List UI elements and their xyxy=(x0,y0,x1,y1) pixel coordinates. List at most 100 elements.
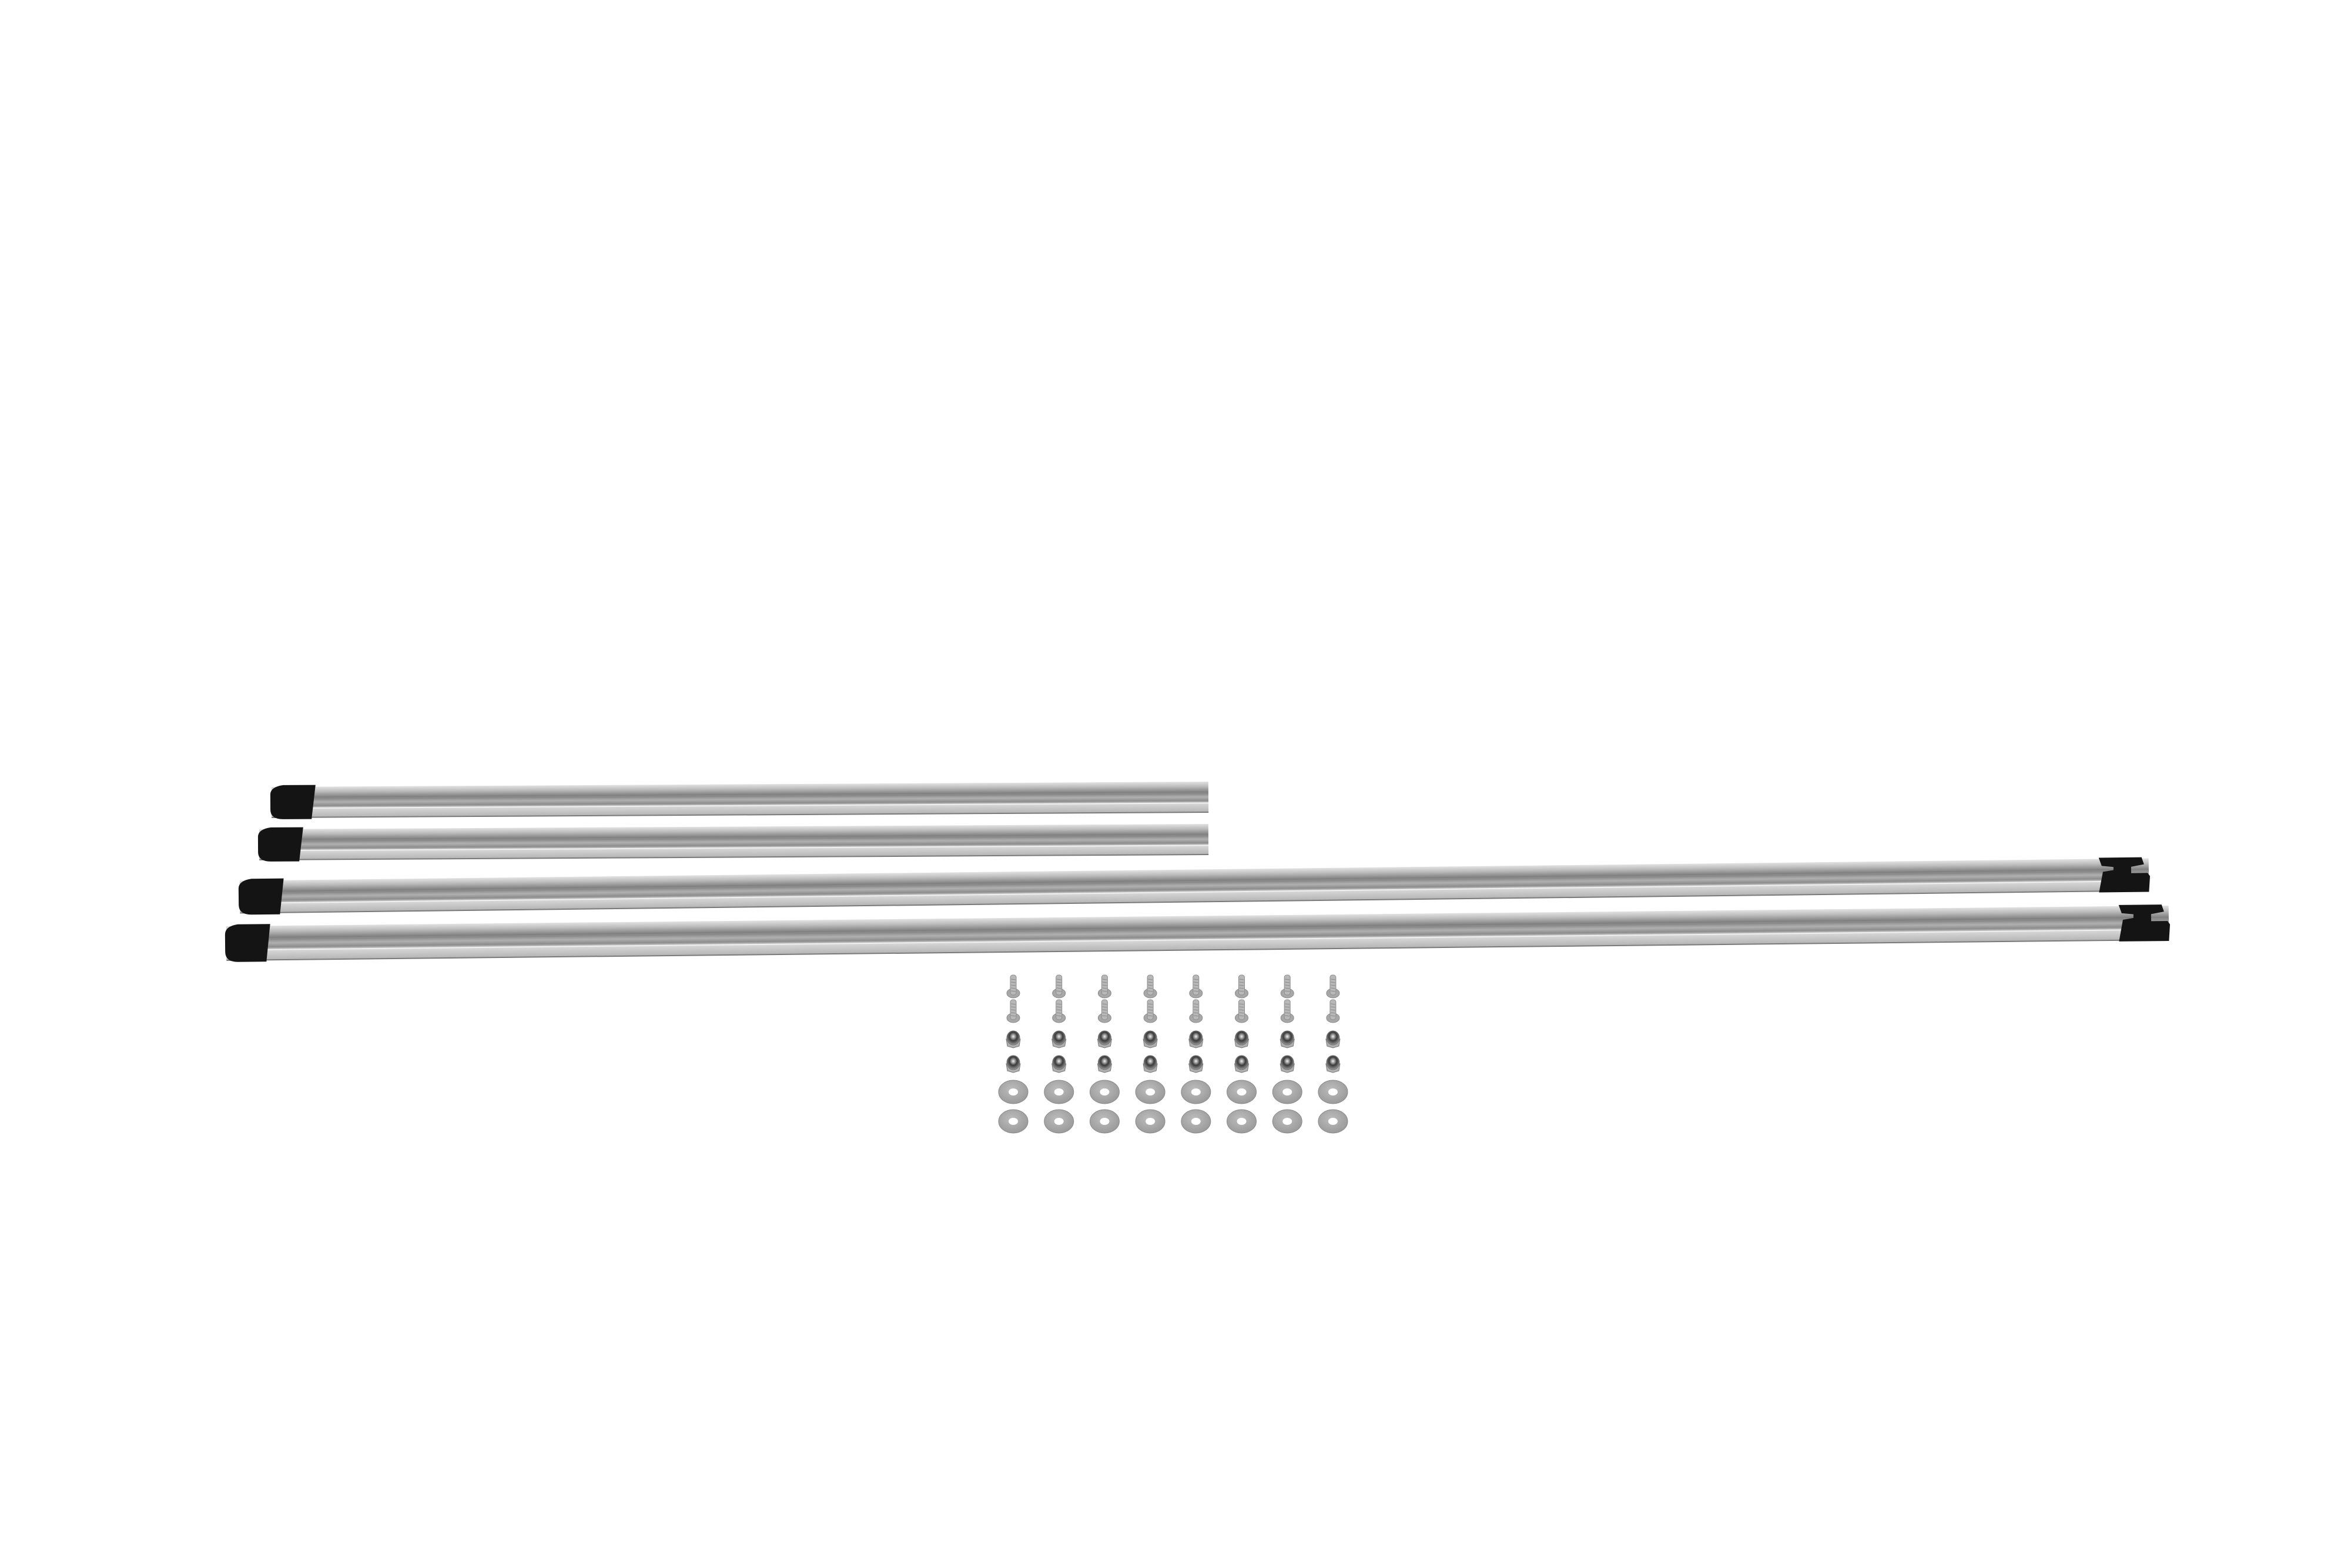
nut-cap xyxy=(1280,1030,1294,1046)
washer-hole xyxy=(1146,1088,1156,1095)
washer xyxy=(1089,1080,1120,1104)
washer-hole xyxy=(1054,1088,1064,1095)
bolt-thread xyxy=(1239,981,1244,983)
bolt-thread xyxy=(1056,981,1061,983)
washer-hole xyxy=(1282,1088,1292,1095)
nut-cap xyxy=(1143,1030,1157,1046)
washer-hole xyxy=(1100,1118,1110,1125)
lock-nut xyxy=(1280,1055,1295,1073)
washer xyxy=(1227,1109,1257,1134)
bolt xyxy=(1235,974,1248,999)
washer xyxy=(1318,1109,1348,1134)
rail-body xyxy=(271,782,1209,817)
hardware-group xyxy=(998,974,1348,1134)
bolt xyxy=(1097,999,1111,1023)
nut-cap xyxy=(1097,1030,1111,1046)
washer-hole xyxy=(1191,1088,1201,1095)
nut-cap xyxy=(1097,1055,1111,1070)
bolt-thread xyxy=(1193,981,1198,983)
bolt xyxy=(1143,974,1157,999)
nut-cap xyxy=(1189,1055,1203,1070)
bolt-thread xyxy=(1239,984,1244,986)
bolt xyxy=(1280,999,1294,1023)
washer-hole xyxy=(1237,1118,1247,1125)
bolt-thread xyxy=(1193,979,1198,980)
bolt-thread xyxy=(1102,987,1107,989)
rail-edge-line xyxy=(275,880,2149,904)
lock-nut xyxy=(1280,1030,1295,1048)
nut-cap xyxy=(1235,1055,1248,1070)
bolt xyxy=(1326,999,1340,1023)
bolt-thread xyxy=(1285,987,1290,989)
bolt-thread xyxy=(1102,979,1107,980)
nut-cap xyxy=(1052,1055,1066,1070)
washer xyxy=(1227,1080,1257,1104)
left-end-cap xyxy=(257,827,303,862)
rail-bottom-edge xyxy=(226,939,2169,961)
bolt xyxy=(1326,974,1340,999)
lock-nut xyxy=(1143,1055,1158,1073)
bolt xyxy=(1006,974,1020,999)
lock-nut xyxy=(1097,1055,1112,1073)
nut-cap xyxy=(1189,1030,1203,1046)
long-rail xyxy=(238,857,2151,915)
washer-hole xyxy=(1191,1118,1201,1125)
rails-group xyxy=(225,782,2171,962)
bolt-thread xyxy=(1148,981,1153,983)
washer xyxy=(1089,1109,1120,1134)
washer xyxy=(998,1080,1029,1104)
rail-bottom-edge xyxy=(272,811,1209,818)
bolt-thread xyxy=(1010,984,1016,986)
washer xyxy=(1272,1109,1302,1134)
bolt-thread xyxy=(1148,984,1153,986)
washer-hole xyxy=(1146,1118,1156,1125)
lock-nut xyxy=(1234,1055,1250,1073)
bolt xyxy=(1235,999,1248,1023)
bolt xyxy=(1052,999,1066,1023)
lock-nut xyxy=(1143,1030,1158,1048)
right-end-cap xyxy=(2118,904,2171,942)
bolt-thread xyxy=(1148,979,1153,980)
washer xyxy=(1135,1109,1166,1134)
rail-edge-line xyxy=(294,845,1209,852)
washer-hole xyxy=(1009,1118,1018,1125)
nut-cap xyxy=(1006,1030,1020,1046)
nut-cap xyxy=(1326,1030,1340,1046)
nut-cap xyxy=(1052,1030,1066,1046)
right-end-cap xyxy=(2098,857,2151,893)
lock-nut xyxy=(1051,1030,1067,1048)
short-rail xyxy=(257,824,1209,862)
washer-hole xyxy=(1328,1118,1338,1125)
left-end-cap xyxy=(270,785,316,819)
bolt xyxy=(1097,974,1111,999)
washer-hole xyxy=(1009,1088,1018,1095)
washer-hole xyxy=(1328,1088,1338,1095)
bolt-thread xyxy=(1010,979,1016,980)
bolt-thread xyxy=(1148,987,1153,989)
long-rail xyxy=(225,904,2171,962)
lock-nut xyxy=(1325,1030,1341,1048)
rail-body xyxy=(259,824,1209,860)
bolt-thread xyxy=(1285,979,1290,980)
bolt-thread xyxy=(1239,979,1244,980)
washer xyxy=(1044,1109,1074,1134)
nut-cap xyxy=(1143,1055,1157,1070)
rail-body xyxy=(239,858,2149,913)
lock-nut xyxy=(1188,1055,1204,1073)
bolt xyxy=(1006,999,1020,1023)
bolt xyxy=(1052,974,1066,999)
bolt-thread xyxy=(1010,981,1016,983)
washer xyxy=(1181,1080,1211,1104)
bolt-thread xyxy=(1239,987,1244,989)
washer xyxy=(1272,1080,1302,1104)
bolt-thread xyxy=(1330,987,1335,989)
lock-nut xyxy=(1051,1055,1067,1073)
washer-hole xyxy=(1100,1088,1110,1095)
bolt-thread xyxy=(1193,987,1198,989)
rail-channel-line xyxy=(294,835,1208,842)
rail-channel-line xyxy=(274,869,2149,894)
washer-hole xyxy=(1282,1118,1292,1125)
lock-nut xyxy=(1006,1055,1021,1073)
bolt-thread xyxy=(1193,984,1198,986)
